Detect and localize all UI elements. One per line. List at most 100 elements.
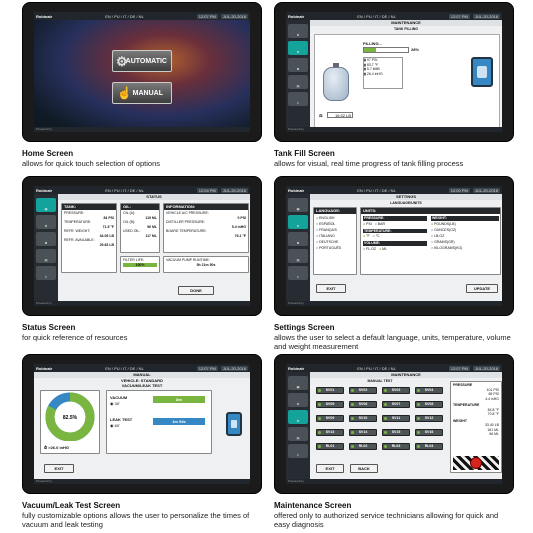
valve-button[interactable]: SV07 bbox=[382, 401, 410, 408]
valve-button[interactable]: RL02 bbox=[349, 443, 377, 450]
language-selector[interactable]: EN / PU / IT / DE / NL bbox=[105, 365, 144, 371]
valve-button[interactable]: SV08 bbox=[415, 401, 443, 408]
refr-weight-value: 34.05 LB bbox=[99, 233, 114, 238]
back-button[interactable]: BACK bbox=[350, 464, 378, 473]
radio-icon: ○ bbox=[372, 234, 375, 238]
weight-option[interactable]: ● POUNDS(LB) bbox=[431, 221, 456, 226]
language-selector[interactable]: EN / PU / IT / DE / NL bbox=[357, 365, 396, 371]
nav-settings[interactable]: ⚙ bbox=[288, 215, 308, 229]
radio-icon: ● bbox=[378, 246, 382, 251]
exit-button[interactable]: EXIT bbox=[316, 284, 346, 293]
nav-settings[interactable]: ⚙ bbox=[288, 24, 308, 38]
pressure-options[interactable]: ● PSI ○ BAR bbox=[363, 221, 385, 226]
fill-progress-fill bbox=[364, 48, 377, 52]
valve-button[interactable]: SV09 bbox=[316, 415, 344, 422]
language-selector[interactable]: EN / PU / IT / DE / NL bbox=[105, 187, 144, 193]
weight-option[interactable]: ○ LB:OZ bbox=[431, 233, 445, 238]
valve-button[interactable]: RL04 bbox=[415, 443, 443, 450]
exit-button[interactable]: EXIT bbox=[44, 464, 74, 473]
fill-percent: 28% bbox=[411, 47, 420, 52]
exit-button[interactable]: EXIT bbox=[316, 464, 344, 473]
brand-logo: Robinair bbox=[36, 187, 53, 193]
weight-option[interactable]: ○ KILOGRAMS(KG) bbox=[431, 245, 463, 250]
language-option[interactable]: ○ DEUTSCHE bbox=[316, 240, 339, 244]
nav-settings[interactable]: ⚙ bbox=[36, 215, 56, 229]
valve-button[interactable]: SV01 bbox=[316, 387, 344, 394]
valve-button[interactable]: RL03 bbox=[382, 443, 410, 450]
manual-button[interactable]: ☝ MANUAL bbox=[112, 82, 172, 104]
nav-settings[interactable]: ⚙ bbox=[288, 393, 308, 407]
weight-option[interactable]: ○ OUNCES(OZ) bbox=[431, 227, 457, 232]
nav-documents[interactable]: ▤ bbox=[36, 249, 56, 263]
leak-timer[interactable]: 1m 54s bbox=[153, 418, 205, 425]
nav-documents[interactable]: ▤ bbox=[288, 249, 308, 263]
valve-button[interactable]: SV06 bbox=[349, 401, 377, 408]
nav-status[interactable]: ▣ bbox=[36, 198, 56, 212]
valve-button[interactable]: SV11 bbox=[382, 415, 410, 422]
settings-body: LANGUAGE/UNITS LANGUAGE: ● ENGLISH○ ESPA… bbox=[310, 200, 502, 301]
valve-button[interactable]: SV14 bbox=[349, 429, 377, 436]
brand-logo: Robinair bbox=[288, 187, 305, 193]
nav-documents[interactable]: ▤ bbox=[288, 427, 308, 441]
language-option[interactable]: ○ ESPAÑOL bbox=[316, 222, 336, 226]
caption: Maintenance Screen offered only to autho… bbox=[274, 501, 514, 530]
valve-button[interactable]: SV04 bbox=[415, 387, 443, 394]
top-bar: Robinair EN / PU / IT / DE / NL 12:07 PM… bbox=[286, 12, 502, 20]
nav-info[interactable]: ℹ bbox=[36, 266, 56, 280]
time-display: 12:07 PM bbox=[448, 365, 470, 371]
caption-title: Settings Screen bbox=[274, 323, 335, 332]
valve-button[interactable]: SV05 bbox=[316, 401, 344, 408]
nav-info[interactable]: ℹ bbox=[288, 92, 308, 106]
nav-tools[interactable]: ✖ bbox=[288, 58, 308, 72]
vacuum-timer[interactable]: 8m bbox=[153, 396, 205, 403]
emergency-stop-button[interactable] bbox=[470, 457, 482, 469]
valve-button[interactable]: SV16 bbox=[415, 429, 443, 436]
weight-option[interactable]: ○ GRAMS(GR) bbox=[431, 239, 455, 244]
time-display: 12:00 PM bbox=[448, 187, 470, 193]
nav-tools[interactable]: ✖ bbox=[36, 232, 56, 246]
caption-title: Tank Fill Screen bbox=[274, 149, 335, 158]
nav-maintenance[interactable]: ✚ bbox=[288, 41, 308, 55]
valve-button[interactable]: SV03 bbox=[382, 387, 410, 394]
language-selector[interactable]: EN / PU / IT / DE / NL bbox=[105, 13, 144, 19]
nav-documents[interactable]: ▤ bbox=[288, 75, 308, 89]
weight-1: 33.40 LB bbox=[484, 423, 499, 427]
caption: Home Screen allows for quick touch selec… bbox=[22, 149, 262, 168]
language-option[interactable]: ○ ITALIANO bbox=[316, 234, 335, 238]
nav-status[interactable]: ▣ bbox=[288, 376, 308, 390]
done-button[interactable]: DONE bbox=[178, 286, 214, 295]
language-option[interactable]: ○ PORTUGUÊS bbox=[316, 246, 342, 250]
valve-button[interactable]: SV12 bbox=[415, 415, 443, 422]
language-selector[interactable]: EN / PU / IT / DE / NL bbox=[357, 13, 396, 19]
filter-life-box: FILTER LIFE: 100% bbox=[120, 256, 160, 273]
temperature-options[interactable]: ● °F ○ °C bbox=[363, 234, 380, 238]
status-body: TANK: PRESSURE: 84 PSI TEMPERATURE: 71.5… bbox=[58, 200, 250, 301]
valve-button[interactable]: SV15 bbox=[382, 429, 410, 436]
automatic-button[interactable]: ⚙ AUTOMATIC bbox=[112, 50, 172, 72]
valve-status-icon bbox=[417, 445, 420, 448]
nav-status[interactable]: ▣ bbox=[288, 198, 308, 212]
stop-button[interactable] bbox=[471, 57, 493, 87]
nav-info[interactable]: ℹ bbox=[288, 444, 308, 458]
temperature-header: TEMPERATURE: bbox=[363, 228, 427, 233]
nav-info[interactable]: ℹ bbox=[288, 266, 308, 280]
stop-button[interactable] bbox=[226, 412, 242, 436]
valve-status-icon bbox=[318, 417, 321, 420]
valve-button[interactable]: SV13 bbox=[316, 429, 344, 436]
leak-label: LEAK TEST bbox=[110, 417, 133, 422]
tank-header: TANK: bbox=[62, 204, 116, 210]
radio-icon: ● bbox=[431, 221, 435, 226]
valve-button[interactable]: SV02 bbox=[349, 387, 377, 394]
language-selector[interactable]: EN / PU / IT / DE / NL bbox=[357, 187, 396, 193]
vacuum-temp: ◉ 30' bbox=[110, 401, 120, 406]
volume-options[interactable]: ○ FL.OZ ● ML bbox=[363, 246, 387, 251]
valve-button[interactable]: SV10 bbox=[349, 415, 377, 422]
tablet-frame: Robinair EN / PU / IT / DE / NL 12:07 PM… bbox=[22, 2, 262, 142]
language-option[interactable]: ● ENGLISH bbox=[316, 216, 335, 220]
nav-maintenance[interactable]: ✚ bbox=[288, 410, 308, 424]
update-button[interactable]: UPDATE bbox=[466, 284, 498, 293]
valve-button[interactable]: RL01 bbox=[316, 443, 344, 450]
language-option[interactable]: ○ FRANÇAIS bbox=[316, 228, 337, 232]
nav-tools[interactable]: ✖ bbox=[288, 232, 308, 246]
